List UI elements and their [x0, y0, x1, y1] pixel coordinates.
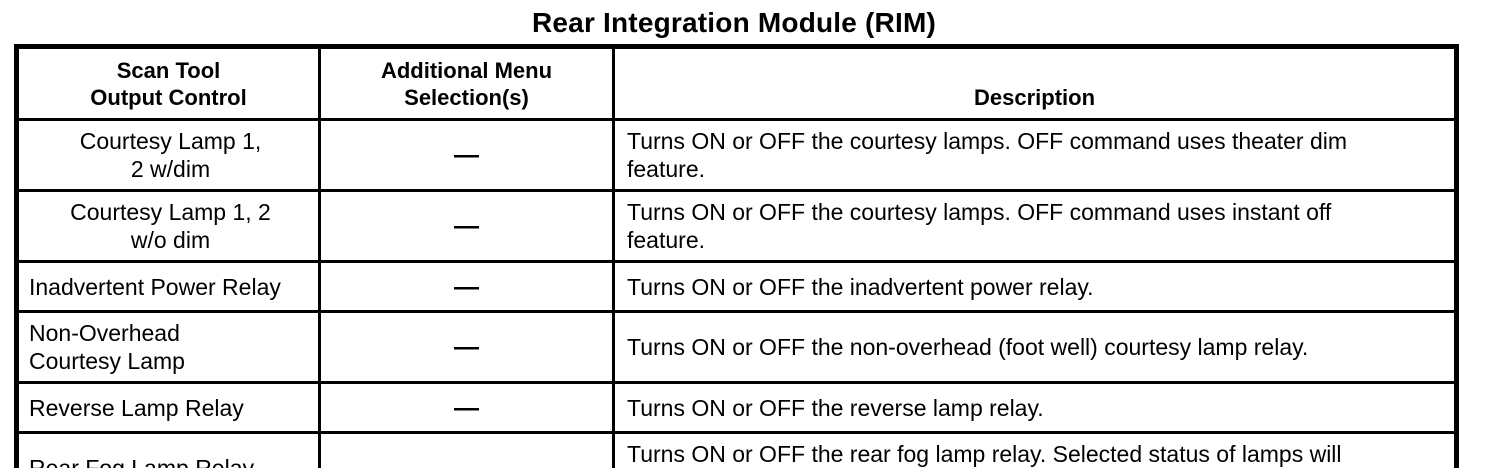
description-cell: Turns ON or OFF the rear fog lamp relay.… — [612, 431, 1458, 468]
description-cell: Turns ON or OFF the courtesy lamps. OFF … — [612, 118, 1458, 192]
page-title: Rear Integration Module (RIM) — [531, 7, 937, 38]
additional-menu-cell: — — [318, 431, 615, 468]
rim-output-control-table: Scan Tool Output Control Additional Menu… — [14, 44, 1459, 468]
additional-menu-cell: — — [318, 260, 615, 313]
column-header-additional-menu-selections: Additional Menu Selection(s) — [318, 45, 615, 121]
table-header: Scan Tool Output Control Additional Menu… — [15, 45, 1458, 121]
output-control-cell: Inadvertent Power Relay — [15, 260, 321, 313]
description-cell: Turns ON or OFF the non-overhead (foot w… — [612, 310, 1458, 384]
table-row: Inadvertent Power Relay — Turns ON or OF… — [15, 260, 1458, 313]
output-control-cell: Courtesy Lamp 1, 2 w/dim — [15, 118, 321, 192]
document-page: Rear Integration Module (RIM) Scan Tool … — [14, 0, 1459, 468]
output-control-cell: Courtesy Lamp 1, 2 w/o dim — [15, 189, 321, 263]
column-header-scan-tool-output-control: Scan Tool Output Control — [15, 45, 321, 121]
table-body: Courtesy Lamp 1, 2 w/dim — Turns ON or O… — [15, 118, 1458, 468]
description-cell: Turns ON or OFF the reverse lamp relay. — [612, 381, 1458, 434]
output-control-cell: Non-Overhead Courtesy Lamp — [15, 310, 321, 384]
table-row: Courtesy Lamp 1, 2 w/dim — Turns ON or O… — [15, 118, 1458, 192]
column-header-description: Description — [612, 45, 1458, 121]
output-control-cell: Rear Fog Lamp Relay — [15, 431, 321, 468]
additional-menu-cell: — — [318, 310, 615, 384]
description-cell: Turns ON or OFF the inadvertent power re… — [612, 260, 1458, 313]
table-row: Reverse Lamp Relay — Turns ON or OFF the… — [15, 381, 1458, 434]
additional-menu-cell: — — [318, 118, 615, 192]
table-row: Non-Overhead Courtesy Lamp — Turns ON or… — [15, 310, 1458, 384]
table-row: Rear Fog Lamp Relay — Turns ON or OFF th… — [15, 431, 1458, 468]
output-control-cell: Reverse Lamp Relay — [15, 381, 321, 434]
additional-menu-cell: — — [318, 189, 615, 263]
additional-menu-cell: — — [318, 381, 615, 434]
table-row: Courtesy Lamp 1, 2 w/o dim — Turns ON or… — [15, 189, 1458, 263]
description-cell: Turns ON or OFF the courtesy lamps. OFF … — [612, 189, 1458, 263]
header-row: Scan Tool Output Control Additional Menu… — [15, 45, 1458, 121]
